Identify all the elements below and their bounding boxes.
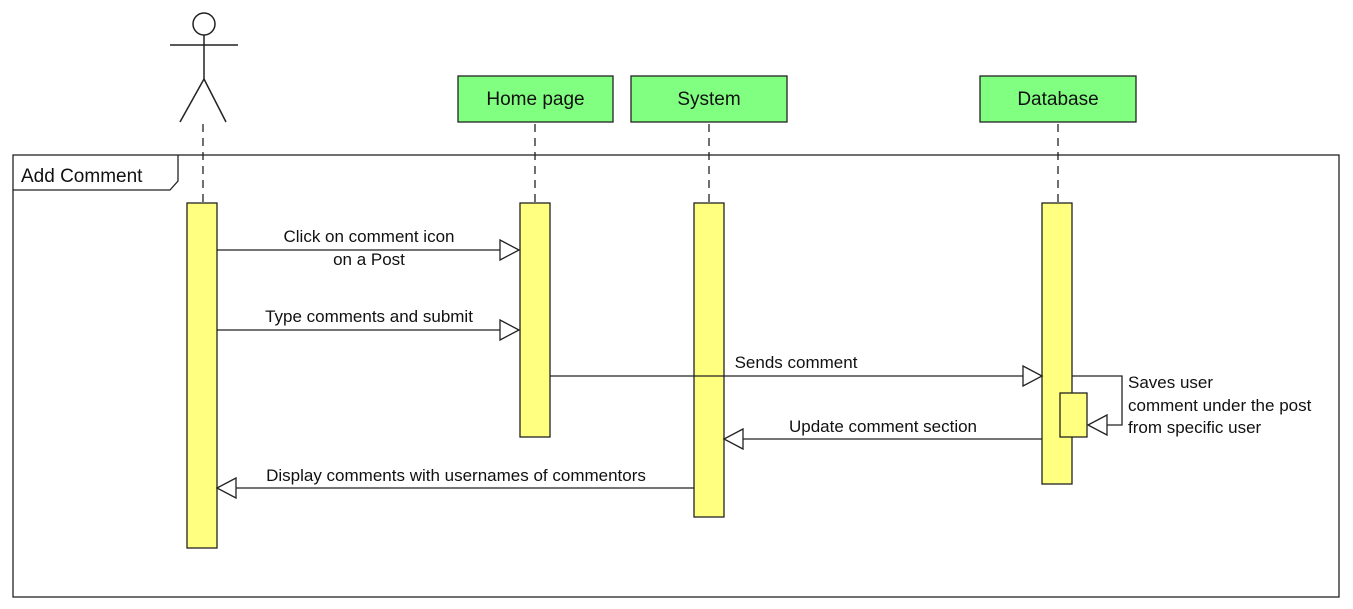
actor-icon [170,12,238,123]
activation-actor [186,202,218,549]
message-label: Sends comment [735,353,858,372]
activation-home [519,202,551,438]
participant-label: System [677,89,740,110]
activation-system [693,202,725,518]
participant-box [979,75,1137,123]
participant-box [630,75,788,123]
participant-box [457,75,614,123]
activation-database [1041,202,1073,485]
message-sends-comment: Sends comment [550,353,1044,388]
message-label: Display comments with usernames of comme… [266,466,646,485]
message-update-comment-section: Update comment section [722,417,1042,451]
message-label: Click on comment icon [283,227,454,246]
message-click-comment-icon: Click on comment icon on a Post [217,227,521,269]
participant-database: Database [979,75,1137,123]
message-label: Update comment section [789,417,977,436]
message-label: comment under the post [1128,396,1312,415]
fragment-label: Add Comment [21,166,143,187]
activation-database-self [1059,392,1088,438]
message-display-comments: Display comments with usernames of comme… [215,466,694,500]
participant-home: Home page [457,75,614,123]
participant-system: System [630,75,788,123]
fragment-frame: Add Comment [12,154,1340,598]
message-label: Type comments and submit [265,307,473,326]
message-label: on a Post [333,250,405,269]
message-label: from specific user [1128,418,1262,437]
message-type-comments: Type comments and submit [217,307,521,342]
message-label: Saves user [1128,373,1213,392]
participant-label: Database [1017,89,1098,110]
participant-label: Home page [486,89,584,110]
message-saves-user-comment: Saves user comment under the post from s… [1072,373,1312,437]
